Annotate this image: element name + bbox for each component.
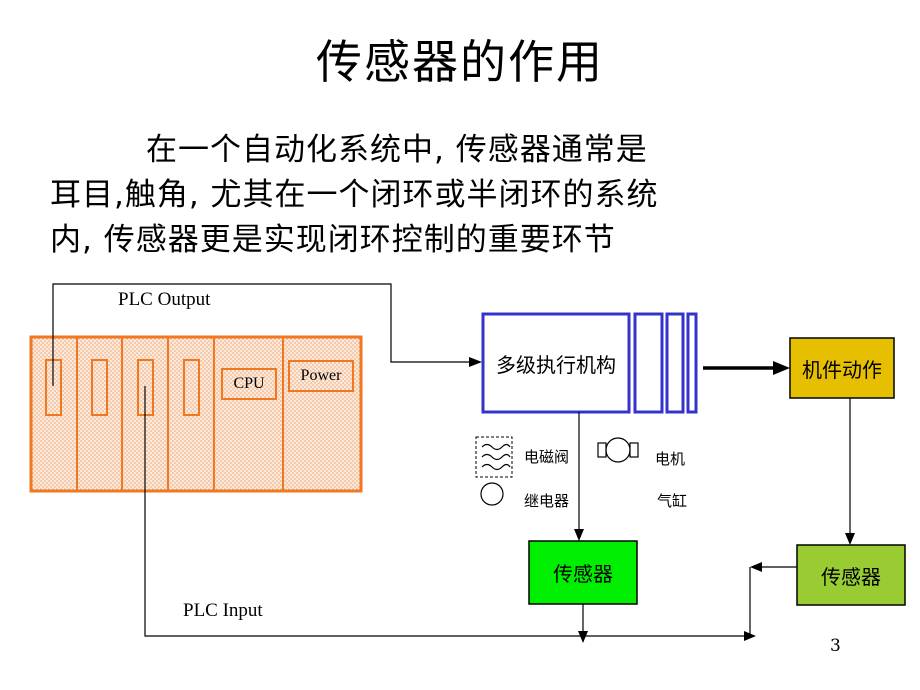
actuator-label: 多级执行机构 [496, 352, 616, 377]
motor-label: 电机 [655, 450, 686, 468]
intro-paragraph: 在一个自动化系统中, 传感器通常是 耳目,触角, 尤其在一个闭环或半闭环的系统 … [50, 128, 730, 263]
relay-icon [480, 482, 504, 506]
sensor-label-2: 传感器 [821, 564, 881, 589]
paragraph-line-3: 内, 传感器更是实现闭环控制的重要环节 [50, 222, 616, 258]
action-label: 机件动作 [802, 357, 882, 382]
paragraph-line-1: 在一个自动化系统中, 传感器通常是 [146, 132, 648, 168]
actuator-block [481, 312, 698, 414]
slide-title: 传感器的作用 [316, 35, 604, 89]
plc-output-label: PLC Output [118, 289, 211, 310]
relay-label: 继电器 [524, 492, 570, 510]
power-label: Power [300, 367, 342, 384]
page-number: 3 [830, 636, 841, 656]
plc-input-label: PLC Input [183, 600, 263, 621]
solenoid-valve-icon [475, 436, 513, 478]
cpu-label: CPU [233, 375, 265, 392]
sensor-label-1: 传感器 [553, 562, 613, 586]
sensor-box-1 [528, 540, 638, 605]
plc-rack [29, 335, 363, 493]
paragraph-line-2: 耳目,触角, 尤其在一个闭环或半闭环的系统 [50, 177, 659, 213]
sensor-box-2 [796, 544, 906, 606]
action-box [789, 337, 895, 399]
motor-icon [597, 437, 639, 463]
solenoid-label: 电磁阀 [524, 448, 570, 466]
cylinder-label: 气缸 [657, 492, 688, 510]
